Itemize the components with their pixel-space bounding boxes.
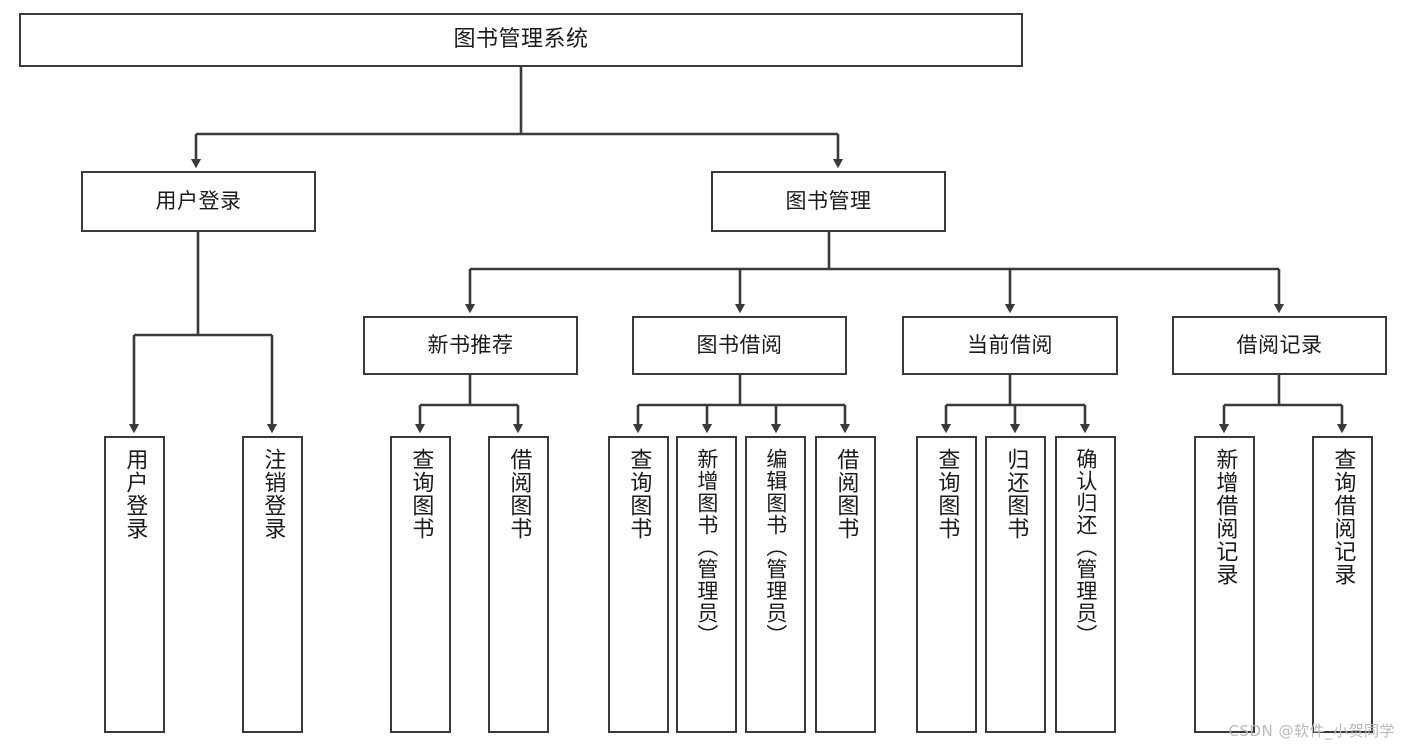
node-user-login[interactable]: 用户登录 [81,171,316,232]
node-label: 用户登录 [155,189,242,214]
leaf-query-borrow-record[interactable]: 查询借阅记录 [1312,436,1373,733]
node-label: 查询图书 [934,448,960,540]
node-label: 归还图书 [1003,448,1029,540]
leaf-edit-book-admin[interactable]: 编辑图书（管理员） [745,436,806,733]
node-label: 图书管理 [785,189,872,214]
node-label: 查询图书 [408,448,434,540]
node-label: 查询图书 [626,448,652,540]
leaf-borrow-book-2[interactable]: 借阅图书 [815,436,876,733]
node-label: 当前借阅 [967,333,1053,358]
node-label: 新增图书（管理员） [694,448,719,646]
leaf-add-borrow-record[interactable]: 新增借阅记录 [1194,436,1255,733]
node-label: 图书管理系统 [453,27,589,53]
node-borrow-record[interactable]: 借阅记录 [1172,316,1387,375]
node-label: 编辑图书（管理员） [763,448,788,646]
node-label: 查询借阅记录 [1330,448,1356,586]
node-label: 借阅记录 [1236,333,1323,358]
node-label: 借阅图书 [506,448,532,540]
leaf-query-book-3[interactable]: 查询图书 [916,436,977,733]
node-label: 新增借阅记录 [1212,448,1238,586]
node-current-borrow[interactable]: 当前借阅 [902,316,1118,375]
leaf-confirm-return-admin[interactable]: 确认归还（管理员） [1055,436,1116,733]
leaf-return-book[interactable]: 归还图书 [985,436,1046,733]
node-label: 确认归还（管理员） [1073,448,1098,646]
node-label: 图书借阅 [696,333,783,358]
node-label: 借阅图书 [833,448,859,540]
node-new-book-recommend[interactable]: 新书推荐 [363,316,578,375]
node-book-borrow[interactable]: 图书借阅 [632,316,847,375]
node-label: 注销登录 [260,448,286,540]
leaf-user-login[interactable]: 用户登录 [104,436,165,733]
node-label: 新书推荐 [427,333,514,358]
leaf-add-book-admin[interactable]: 新增图书（管理员） [676,436,737,733]
node-book-management[interactable]: 图书管理 [711,171,946,232]
leaf-logout-login[interactable]: 注销登录 [242,436,303,733]
leaf-query-book-2[interactable]: 查询图书 [608,436,669,733]
leaf-query-book-1[interactable]: 查询图书 [390,436,451,733]
node-root-system[interactable]: 图书管理系统 [19,13,1023,67]
node-label: 用户登录 [122,448,148,540]
watermark-text: CSDN @软件_小贺同学 [1228,722,1395,740]
leaf-borrow-book-1[interactable]: 借阅图书 [488,436,549,733]
